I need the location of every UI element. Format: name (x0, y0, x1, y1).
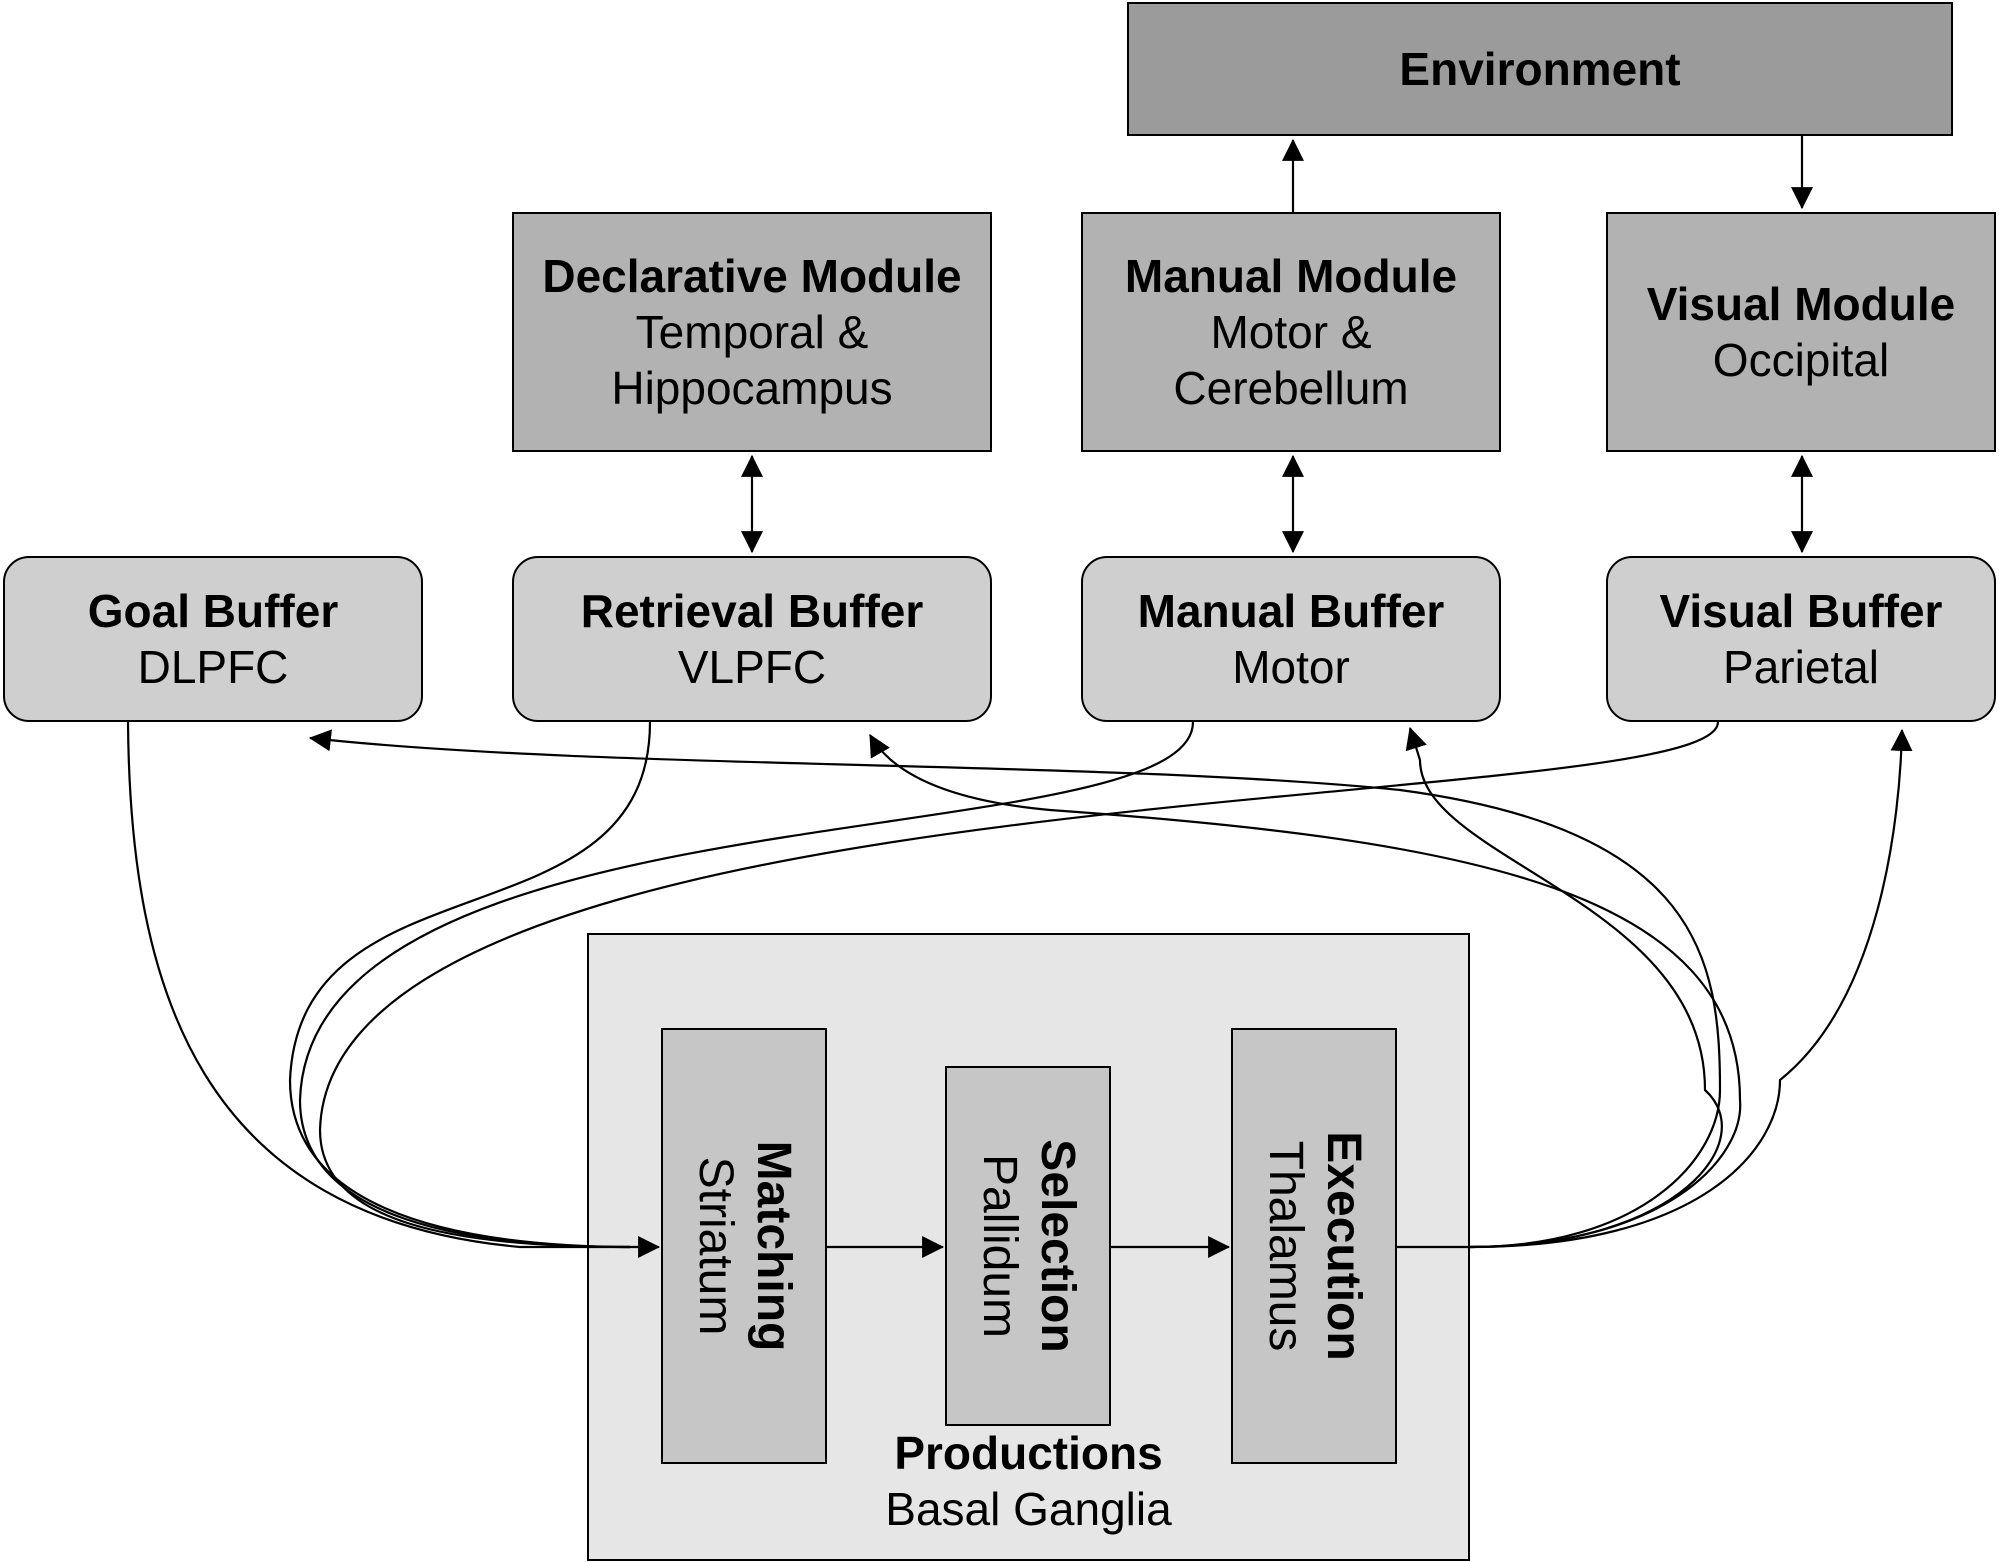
environment-title: Environment (1399, 43, 1681, 95)
curve-retrieval-buffer-to-matching (288, 721, 652, 1249)
visual-buffer-box: Visual Buffer Parietal (1606, 556, 1996, 722)
declarative-module-box: Declarative Module Temporal & Hippocampu… (512, 212, 992, 452)
retrieval-buffer-box: Retrieval Buffer VLPFC (512, 556, 992, 722)
goal-buffer-box: Goal Buffer DLPFC (3, 556, 423, 722)
goal-buffer-title: Goal Buffer (87, 585, 339, 637)
visual-module-box: Visual Module Occipital (1606, 212, 1996, 452)
curve-execution-to-manual-buffer (1405, 726, 1723, 1249)
declarative-module-region-line2: Hippocampus (611, 362, 893, 414)
retrieval-buffer-region: VLPFC (677, 641, 827, 693)
productions-title: Productions (894, 1427, 1163, 1479)
environment-box: Environment (1127, 2, 1953, 136)
visual-module-region: Occipital (1712, 334, 1890, 386)
matching-box: Matching Striatum (661, 1028, 827, 1464)
declarative-module-region-line1: Temporal & (635, 306, 869, 358)
goal-buffer-region: DLPFC (137, 641, 289, 693)
manual-buffer-title: Manual Buffer (1137, 585, 1445, 637)
visual-module-title: Visual Module (1646, 278, 1956, 330)
manual-module-title: Manual Module (1124, 250, 1458, 302)
curve-execution-to-visual-buffer (1469, 728, 1913, 1249)
curve-visual-buffer-to-matching (318, 721, 1720, 1249)
visual-buffer-title: Visual Buffer (1659, 585, 1943, 637)
curve-execution-to-retrieval-buffer (869, 734, 1742, 1249)
curve-execution-to-goal-buffer (308, 729, 1722, 1249)
declarative-module-title: Declarative Module (542, 250, 962, 302)
productions-region: Basal Ganglia (885, 1483, 1172, 1535)
selection-box: Selection Pallidum (945, 1066, 1111, 1426)
execution-box: Execution Thalamus (1231, 1028, 1397, 1464)
curve-manual-buffer-to-matching (298, 721, 1195, 1249)
manual-module-box: Manual Module Motor & Cerebellum (1081, 212, 1501, 452)
manual-buffer-box: Manual Buffer Motor (1081, 556, 1501, 722)
curve-goal-buffer-to-matching (126, 721, 630, 1249)
retrieval-buffer-title: Retrieval Buffer (580, 585, 924, 637)
manual-module-region-line1: Motor & (1210, 306, 1372, 358)
manual-buffer-region: Motor (1232, 641, 1350, 693)
manual-module-region-line2: Cerebellum (1173, 362, 1409, 414)
visual-buffer-region: Parietal (1723, 641, 1879, 693)
